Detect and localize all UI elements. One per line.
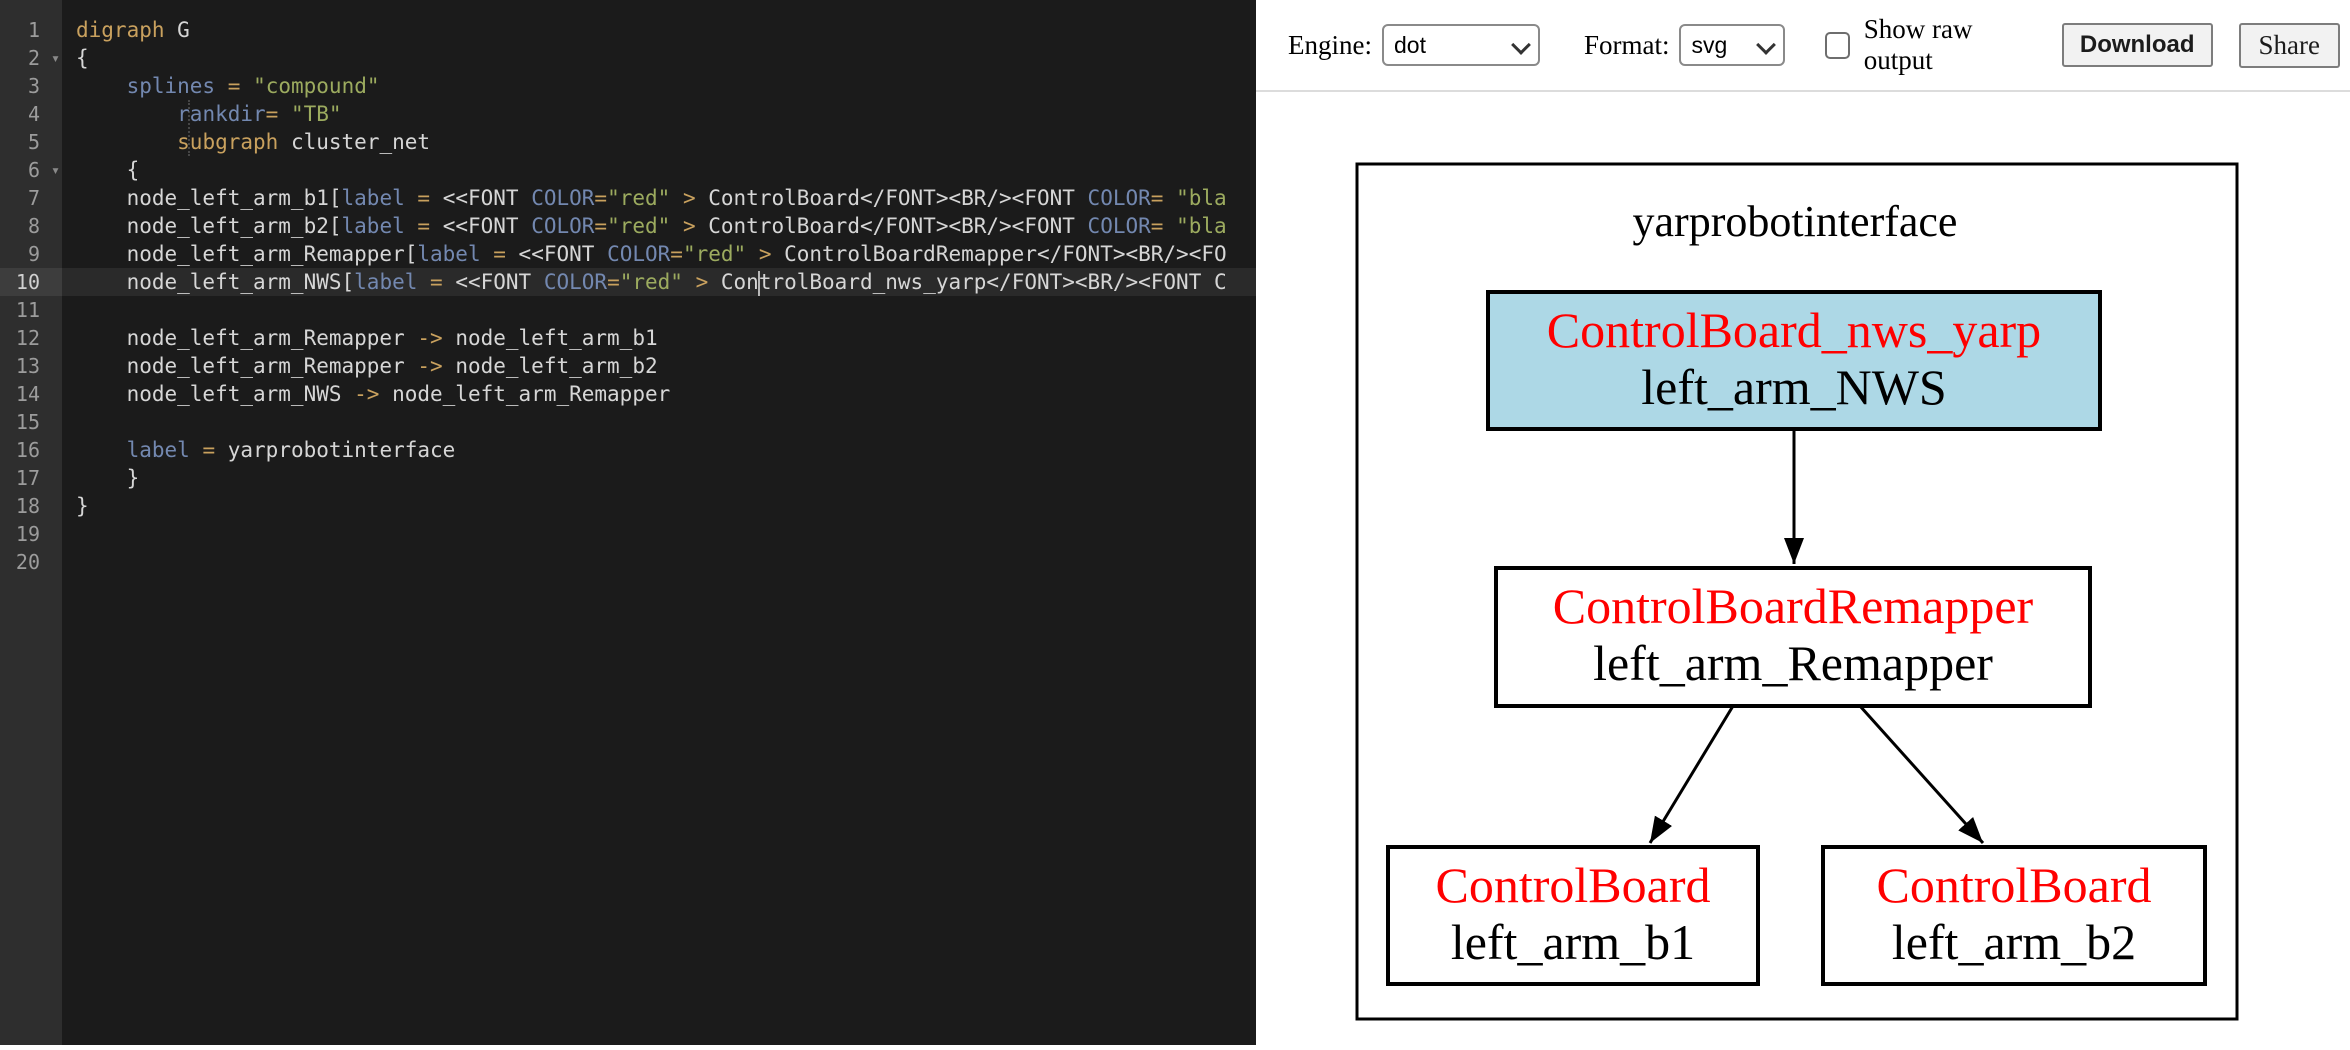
node-left-arm-b1-box xyxy=(1386,845,1760,986)
gutter-line-number: 3 xyxy=(27,74,40,98)
code-line[interactable]: node_left_arm_b2[label = <<FONT COLOR="r… xyxy=(76,214,1227,238)
graph-output: yarprobotinterface ControlBoard_nws_yarp… xyxy=(1256,94,2350,1045)
code-line[interactable] xyxy=(62,408,1256,436)
format-select[interactable]: svg xyxy=(1679,24,1786,66)
code-line[interactable] xyxy=(62,520,1256,548)
cluster-net-border xyxy=(1355,162,2239,1021)
code-line[interactable]: node_left_arm_b1[label = <<FONT COLOR="r… xyxy=(76,186,1227,210)
cluster-label: yarprobotinterface xyxy=(1633,197,1958,246)
code-line[interactable]: } xyxy=(76,494,89,518)
node-left-arm-b2-box xyxy=(1821,845,2207,986)
code-line[interactable]: { xyxy=(76,158,140,182)
format-label: Format: xyxy=(1583,29,1670,60)
gutter-line-number: 4 xyxy=(27,102,40,126)
graph-svg: yarprobotinterface ControlBoard_nws_yarp… xyxy=(1355,162,2239,1021)
code-line[interactable]: { xyxy=(76,46,89,70)
code-line[interactable]: node_left_arm_NWS[label = <<FONT COLOR="… xyxy=(62,268,1256,296)
code-line[interactable]: node_left_arm_Remapper -> node_left_arm_… xyxy=(76,354,658,378)
node-left-arm-remapper-box xyxy=(1494,566,2092,708)
show-raw-output-label: Show raw output xyxy=(1863,14,1973,75)
engine-select[interactable]: dot xyxy=(1381,24,1540,66)
gutter-line-number: 17 xyxy=(15,466,40,490)
gutter-line-number: 7 xyxy=(27,186,40,210)
gutter-line-number: 19 xyxy=(15,522,40,546)
node-left-arm-nws-box xyxy=(1486,290,2102,431)
code-line[interactable]: splines = "compound" xyxy=(126,74,380,98)
gutter-line-number: 10 xyxy=(0,268,62,296)
gutter-line-number: 16 xyxy=(15,438,40,462)
gutter-line-number: 6▾ xyxy=(27,158,60,182)
render-panel: Engine: dot Format: svg Show raw output … xyxy=(1256,0,2350,1045)
node-left-arm-b2-name: left_arm_b2 xyxy=(1892,914,2136,970)
code-line[interactable]: rankdir= "TB" xyxy=(177,102,342,126)
fold-toggle-icon[interactable]: ▾ xyxy=(50,161,60,179)
gutter-line-number: 8 xyxy=(27,214,40,238)
node-left-arm-remapper-name: left_arm_Remapper xyxy=(1593,635,1993,691)
node-left-arm-remapper-type: ControlBoardRemapper xyxy=(1553,578,2034,634)
format-select-wrap: svg xyxy=(1679,24,1786,66)
code-line[interactable]: digraph G xyxy=(76,18,190,42)
gutter-line-number: 15 xyxy=(15,410,40,434)
gutter-line-number: 2▾ xyxy=(27,46,60,70)
gutter-line-number: 1 xyxy=(27,18,40,42)
code-line[interactable]: node_left_arm_NWS -> node_left_arm_Remap… xyxy=(76,382,671,406)
text-cursor xyxy=(757,270,760,296)
node-left-arm-remapper: ControlBoardRemapper left_arm_Remapper xyxy=(1494,566,2092,708)
code-line[interactable] xyxy=(62,296,1256,324)
node-left-arm-b1-name: left_arm_b1 xyxy=(1451,914,1695,970)
editor-code-area[interactable]: digraph G { splines = "compound" rankdir=… xyxy=(62,0,1256,1045)
download-button[interactable]: Download xyxy=(2061,23,2213,67)
gutter-line-number: 20 xyxy=(15,550,40,574)
gutter-line-number: 18 xyxy=(15,494,40,518)
node-left-arm-nws-name: left_arm_NWS xyxy=(1641,359,1946,415)
gutter-line-number: 13 xyxy=(15,354,40,378)
toolbar: Engine: dot Format: svg Show raw output … xyxy=(1256,0,2350,92)
edge-remapper-to-b2 xyxy=(1858,704,1985,845)
code-line[interactable]: node_left_arm_Remapper -> node_left_arm_… xyxy=(76,326,658,350)
show-raw-output-checkbox[interactable] xyxy=(1825,31,1850,59)
engine-label: Engine: xyxy=(1288,29,1372,60)
code-line[interactable]: node_left_arm_Remapper[label = <<FONT CO… xyxy=(76,242,1227,266)
gutter-line-number: 14 xyxy=(15,382,40,406)
engine-select-wrap: dot xyxy=(1381,24,1540,66)
share-button[interactable]: Share xyxy=(2238,22,2340,68)
code-line[interactable]: label = yarprobotinterface xyxy=(126,438,456,462)
node-left-arm-b2-type: ControlBoard xyxy=(1877,857,2152,913)
node-left-arm-nws-type: ControlBoard_nws_yarp xyxy=(1547,302,2041,358)
code-line[interactable] xyxy=(62,548,1256,576)
fold-toggle-icon[interactable]: ▾ xyxy=(50,49,60,67)
code-line[interactable]: } xyxy=(76,466,140,490)
node-left-arm-b1: ControlBoard left_arm_b1 xyxy=(1386,845,1760,986)
edge-remapper-to-b1 xyxy=(1648,705,1735,844)
gutter-line-number: 12 xyxy=(15,326,40,350)
node-left-arm-b2: ControlBoard left_arm_b2 xyxy=(1821,845,2207,986)
indent-guide xyxy=(188,100,190,156)
gutter-line-number: 9 xyxy=(27,242,40,266)
code-line[interactable]: subgraph cluster_net xyxy=(177,130,431,154)
gutter-line-number: 11 xyxy=(15,298,40,322)
gutter-line-number: 5 xyxy=(27,130,40,154)
node-left-arm-nws: ControlBoard_nws_yarp left_arm_NWS xyxy=(1486,290,2102,431)
node-left-arm-b1-type: ControlBoard xyxy=(1436,857,1711,913)
